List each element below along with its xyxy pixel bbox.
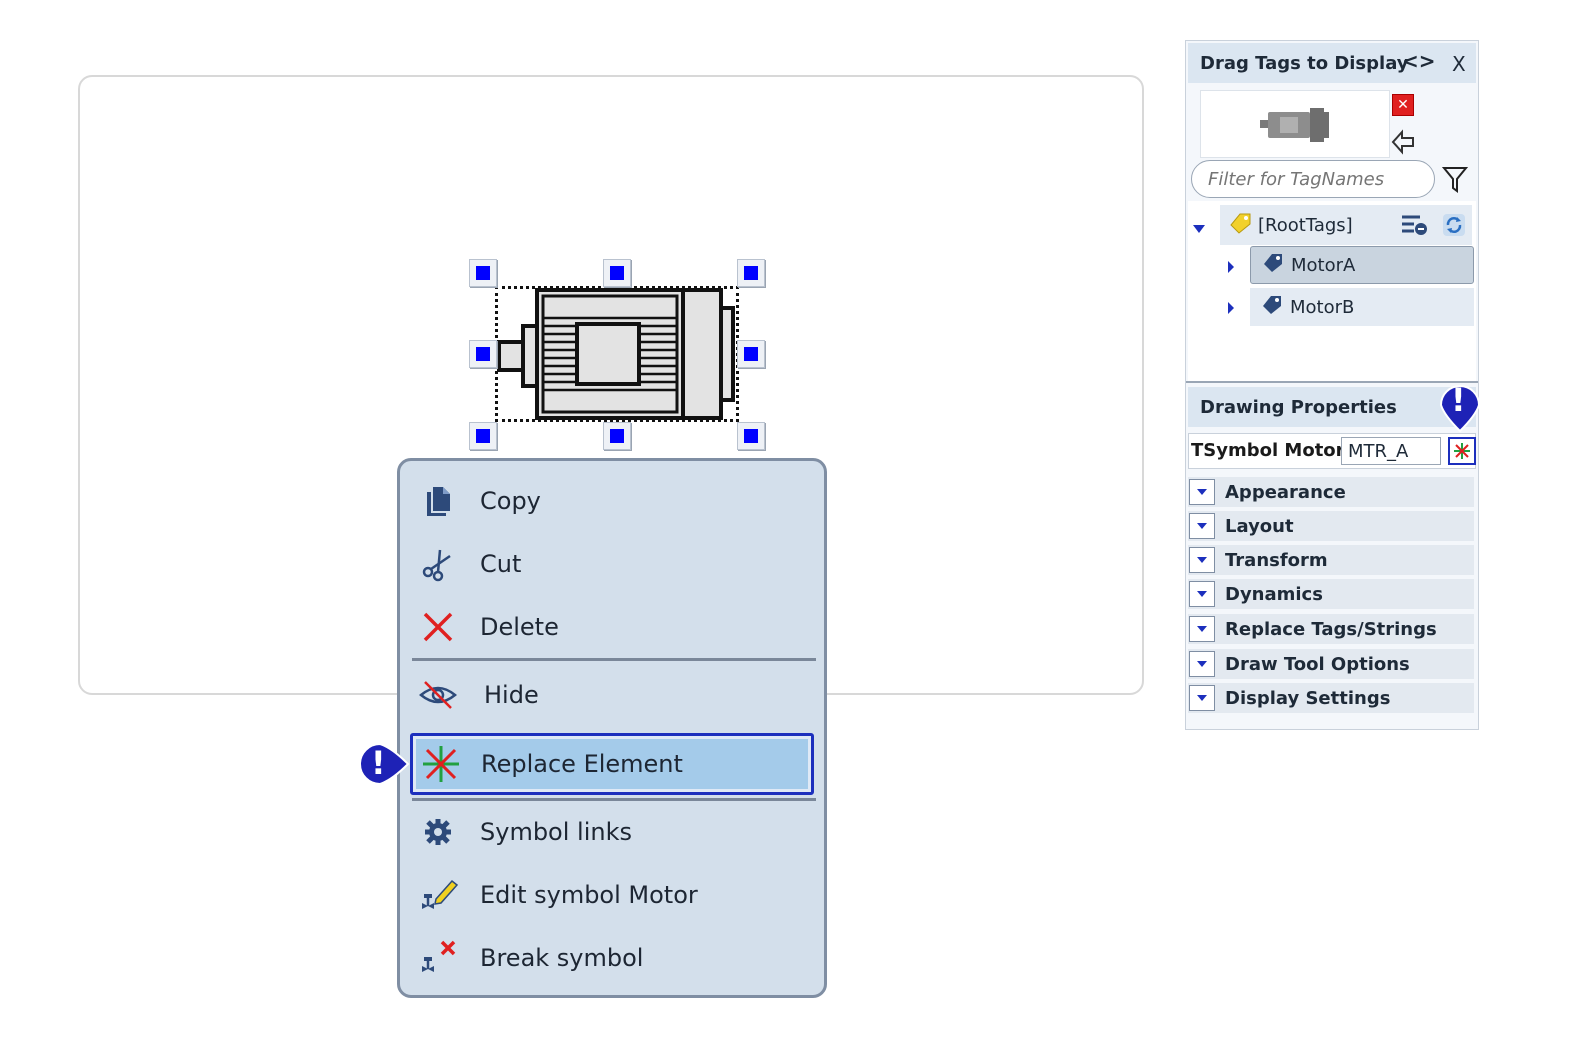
clear-preview-icon[interactable]: ✕ bbox=[1392, 94, 1414, 116]
section-dynamics[interactable]: Dynamics bbox=[1188, 579, 1474, 609]
menu-separator bbox=[412, 798, 816, 801]
context-menu: Copy Cut Delete Hide Replace Element Sym… bbox=[397, 458, 827, 998]
eye-off-icon bbox=[410, 667, 466, 723]
expand-motorb-icon[interactable] bbox=[1227, 300, 1235, 319]
expand-motora-icon[interactable] bbox=[1227, 259, 1235, 278]
panel-divider bbox=[1186, 381, 1478, 383]
menu-item-symbol-links[interactable]: Symbol links bbox=[410, 804, 814, 860]
collapse-root-icon[interactable] bbox=[1192, 219, 1206, 238]
menu-item-delete[interactable]: Delete bbox=[410, 599, 814, 655]
motor-preview-icon bbox=[1260, 108, 1329, 142]
menu-item-replace-element[interactable]: Replace Element bbox=[410, 733, 814, 795]
asterisk-icon bbox=[1454, 443, 1470, 459]
resize-handle-right[interactable] bbox=[737, 340, 765, 368]
back-arrow-icon[interactable] bbox=[1390, 129, 1416, 159]
break-symbol-icon bbox=[410, 930, 466, 986]
chevron-down-icon bbox=[1189, 616, 1215, 642]
tag-filter-input[interactable] bbox=[1191, 160, 1435, 198]
chevron-down-icon bbox=[1189, 479, 1215, 505]
chevron-down-icon bbox=[1189, 685, 1215, 711]
section-draw-tool-options[interactable]: Draw Tool Options bbox=[1188, 649, 1474, 679]
motor-symbol[interactable] bbox=[497, 288, 737, 420]
section-layout[interactable]: Layout bbox=[1188, 511, 1474, 541]
panel-title: Drag Tags to Display bbox=[1200, 52, 1409, 74]
scissors-icon bbox=[410, 536, 466, 592]
close-icon bbox=[410, 599, 466, 655]
resize-handle-bottom-right[interactable] bbox=[737, 422, 765, 450]
panel-expand-button[interactable]: <> bbox=[1402, 49, 1436, 73]
callout-drawing-properties: ! bbox=[1438, 381, 1482, 433]
tag-folder-icon bbox=[1230, 212, 1252, 239]
symbol-property-row: TSymbol Motor1 bbox=[1188, 433, 1476, 469]
resize-handle-top-right[interactable] bbox=[737, 259, 765, 287]
selection-outline bbox=[495, 286, 739, 422]
tag-icon bbox=[1262, 295, 1282, 320]
callout-replace-element: ! bbox=[358, 742, 410, 786]
filter-icon[interactable] bbox=[1441, 165, 1469, 197]
tag-options-icon[interactable] bbox=[1400, 213, 1428, 242]
menu-item-copy[interactable]: Copy bbox=[410, 473, 814, 529]
section-appearance[interactable]: Appearance bbox=[1188, 477, 1474, 507]
asterisk-icon bbox=[413, 736, 469, 792]
copy-icon bbox=[410, 473, 466, 529]
edit-symbol-icon bbox=[410, 867, 466, 923]
drawing-properties-header: Drawing Properties bbox=[1188, 387, 1476, 427]
menu-separator bbox=[412, 658, 816, 661]
resize-handle-top[interactable] bbox=[603, 259, 631, 287]
section-display-settings[interactable]: Display Settings bbox=[1188, 683, 1474, 713]
menu-item-cut[interactable]: Cut bbox=[410, 536, 814, 592]
resize-handle-bottom-left[interactable] bbox=[469, 422, 497, 450]
section-replace-tags-strings[interactable]: Replace Tags/Strings bbox=[1188, 614, 1474, 644]
chevron-down-icon bbox=[1189, 513, 1215, 539]
tree-node-roottags[interactable]: [RootTags] bbox=[1220, 205, 1472, 245]
chevron-down-icon bbox=[1189, 547, 1215, 573]
resize-handle-left[interactable] bbox=[469, 340, 497, 368]
menu-item-hide[interactable]: Hide bbox=[410, 667, 814, 723]
menu-item-edit-symbol[interactable]: Edit symbol Motor bbox=[410, 867, 814, 923]
refresh-icon[interactable] bbox=[1442, 213, 1466, 242]
tags-panel: Drag Tags to Display <> X ✕ [RootTags] bbox=[1185, 40, 1482, 730]
chevron-down-icon bbox=[1189, 651, 1215, 677]
tree-node-motora[interactable]: MotorA bbox=[1250, 246, 1474, 284]
panel-close-button[interactable]: X bbox=[1452, 52, 1466, 76]
tag-icon bbox=[1263, 253, 1283, 278]
symbol-value-input[interactable] bbox=[1341, 437, 1441, 465]
symbol-name-label: TSymbol Motor1 bbox=[1191, 440, 1358, 461]
resize-handle-top-left[interactable] bbox=[469, 259, 497, 287]
tree-node-motorb[interactable]: MotorB bbox=[1250, 288, 1474, 326]
gear-icon bbox=[410, 804, 466, 860]
replace-element-button[interactable] bbox=[1448, 437, 1476, 465]
panel-title-bar: Drag Tags to Display <> X bbox=[1188, 43, 1476, 83]
resize-handle-bottom[interactable] bbox=[603, 422, 631, 450]
symbol-preview bbox=[1200, 90, 1390, 158]
chevron-down-icon bbox=[1189, 581, 1215, 607]
tag-tree: [RootTags] MotorA MotorB bbox=[1188, 201, 1476, 381]
menu-item-break-symbol[interactable]: Break symbol bbox=[410, 930, 814, 986]
section-transform[interactable]: Transform bbox=[1188, 545, 1474, 575]
